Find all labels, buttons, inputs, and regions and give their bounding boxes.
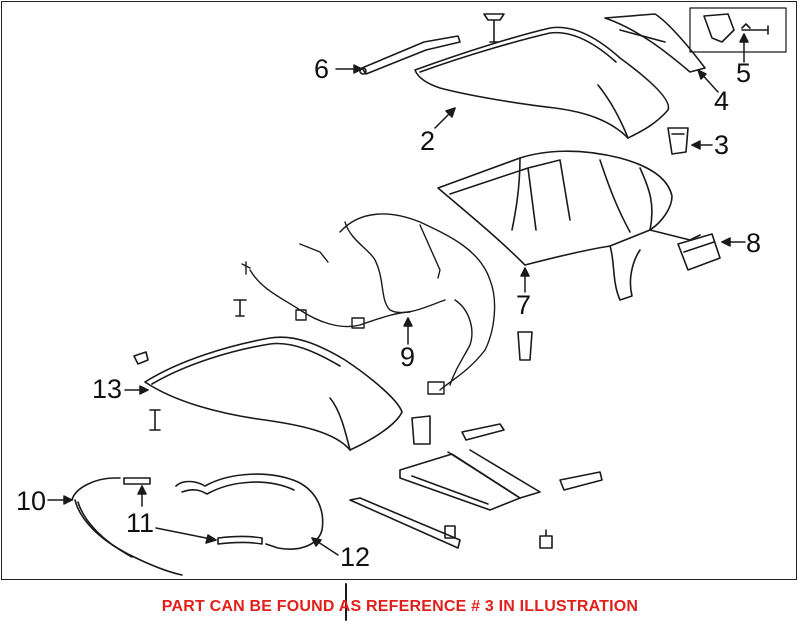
callout-13: 13	[92, 374, 123, 404]
callout-3: 3	[714, 130, 730, 160]
callout-4: 4	[714, 86, 730, 116]
callout-11: 11	[126, 508, 155, 538]
part-4-rear-window	[604, 13, 706, 73]
diagram-border	[1, 1, 797, 580]
top-fastener	[483, 13, 505, 43]
part-5-bracket	[689, 7, 787, 53]
leader-lines	[47, 33, 749, 621]
callout-2: 2	[420, 126, 436, 156]
callout-9: 9	[400, 342, 416, 372]
part-13-liner-panel	[144, 336, 403, 451]
callout-8: 8	[746, 228, 762, 258]
callout-10: 10	[16, 486, 47, 516]
part-8-motor-module	[677, 233, 721, 271]
callout-5: 5	[736, 58, 752, 88]
part-3-clip	[667, 127, 689, 155]
part-7-roof-frame	[437, 150, 701, 301]
lower-rails	[349, 423, 603, 549]
part-6-strut	[359, 35, 461, 75]
callout-12: 12	[340, 542, 371, 572]
part-2-top-cover	[414, 26, 670, 139]
reference-note: PART CAN BE FOUND AS REFERENCE # 3 IN IL…	[161, 598, 639, 615]
screws	[133, 299, 553, 549]
part-10-seal	[71, 477, 183, 576]
callout-7: 7	[516, 290, 532, 320]
part-12-seal	[175, 473, 324, 550]
part-11-seal	[123, 477, 263, 545]
mid-clips	[411, 331, 533, 445]
part-9-wiring-harness	[241, 213, 496, 395]
callout-6: 6	[314, 54, 330, 84]
